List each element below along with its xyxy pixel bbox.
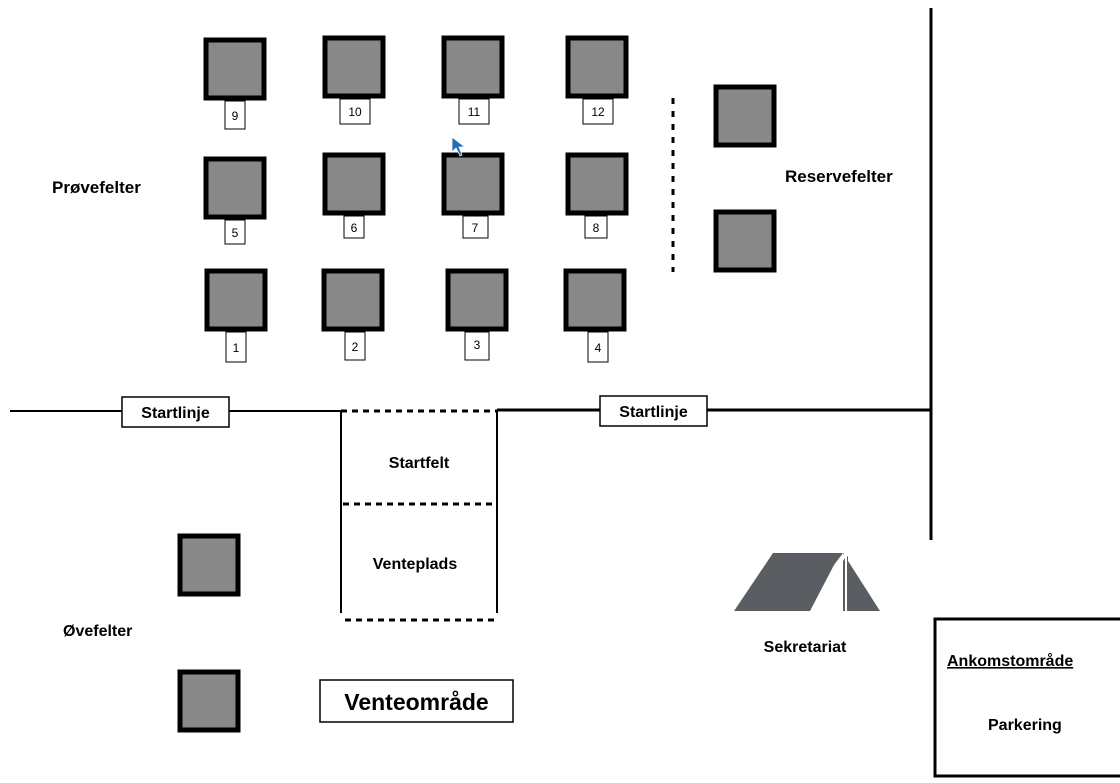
- start-line-left-label: Startlinje: [141, 405, 210, 422]
- arrival-area-label: Ankomstområde: [947, 652, 1073, 670]
- trial-field-6: [322, 152, 386, 216]
- start-field-label: Startfelt: [389, 455, 450, 472]
- field-number-box: [224, 219, 246, 245]
- start-line-left-box: [121, 396, 230, 428]
- field-number-box: [225, 331, 247, 363]
- field-number-box: [462, 215, 489, 239]
- trial-field-1: [204, 268, 268, 332]
- field-number-9: 9: [232, 109, 239, 123]
- field-number-2: 2: [352, 340, 359, 354]
- tent-icon: [734, 552, 880, 612]
- trial-field-11: [441, 35, 505, 99]
- trial-field-8: [565, 152, 629, 216]
- reserve-field-top: [713, 84, 777, 148]
- field-number-12: 12: [591, 105, 605, 119]
- practice-field-top: [177, 533, 241, 597]
- field-number-7: 7: [472, 221, 479, 235]
- field-number-box: [344, 331, 366, 361]
- trial-field-12: [565, 35, 629, 99]
- waiting-place-label: Venteplads: [373, 556, 458, 573]
- trial-field-3: [445, 268, 509, 332]
- field-number-1: 1: [233, 341, 240, 355]
- field-number-box: [458, 98, 490, 125]
- trial-field-5: [203, 156, 267, 220]
- field-number-box: [224, 100, 246, 130]
- start-line-right-box: [599, 395, 708, 427]
- mouse-cursor-icon: [451, 136, 467, 157]
- field-number-box: [339, 98, 371, 125]
- field-number-4: 4: [595, 341, 602, 355]
- field-number-box: [587, 331, 609, 363]
- arrival-area-box: [933, 617, 1120, 778]
- field-number-box: [343, 215, 365, 239]
- trial-fields-label: Prøvefelter: [52, 178, 141, 197]
- field-number-3: 3: [474, 338, 481, 352]
- trial-field-9: [203, 37, 267, 101]
- trial-field-7: [441, 152, 505, 216]
- practice-fields-label: Øvefelter: [63, 623, 132, 640]
- field-number-box: [464, 331, 490, 361]
- reserve-fields-label: Reservefelter: [785, 167, 893, 186]
- trial-field-2: [321, 268, 385, 332]
- parking-label: Parkering: [988, 717, 1062, 734]
- practice-field-bottom: [177, 669, 241, 733]
- field-number-box: [584, 215, 608, 239]
- trial-field-10: [322, 35, 386, 99]
- start-line-right-label: Startlinje: [619, 404, 688, 421]
- field-number-11: 11: [468, 105, 481, 119]
- trial-fields: 9 10 11 12 5 6 7 8 1 2 3: [203, 35, 629, 363]
- waiting-area-box: [319, 679, 514, 723]
- field-number-10: 10: [348, 105, 362, 119]
- waiting-area-label: Venteområde: [344, 689, 488, 715]
- reserve-field-bottom: [713, 209, 777, 273]
- field-number-8: 8: [593, 221, 600, 235]
- trial-field-4: [563, 268, 627, 332]
- secretariat-label: Sekretariat: [764, 639, 847, 656]
- field-number-6: 6: [351, 221, 358, 235]
- start-enclosure: [340, 409, 498, 622]
- field-number-box: [582, 98, 614, 125]
- field-number-5: 5: [232, 226, 239, 240]
